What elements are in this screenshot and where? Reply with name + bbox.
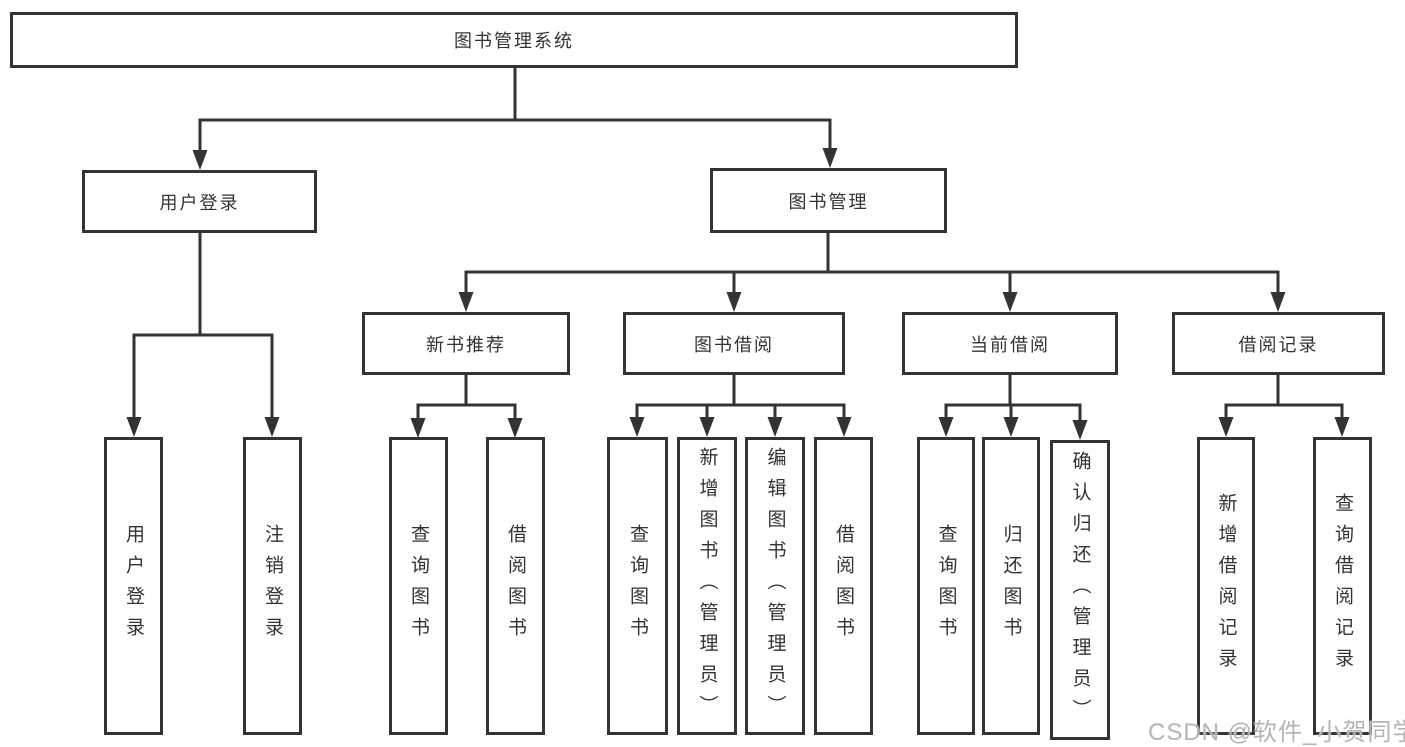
leaf-query-books-current: 查询图书 (917, 437, 975, 735)
node-book-management: 图书管理 (710, 168, 947, 233)
leaf-user-login: 用户登录 (104, 437, 163, 735)
node-book-borrow: 图书借阅 (623, 312, 845, 375)
node-library-system-label: 图书管理系统 (454, 31, 574, 51)
leaf-user-login-label: 用户登录 (123, 524, 144, 648)
leaf-add-books-admin: 新增图书（管理员） (677, 437, 737, 735)
node-user-login-group: 用户登录 (82, 170, 317, 233)
connector-book-borrow-branch (629, 375, 852, 437)
leaf-query-books-current-label: 查询图书 (935, 524, 957, 648)
connector-new-book-branch (410, 375, 523, 438)
node-current-borrow: 当前借阅 (902, 312, 1118, 375)
leaf-borrow-books-recommend-label: 借阅图书 (505, 524, 526, 648)
node-current-borrow-label: 当前借阅 (970, 334, 1050, 355)
node-library-system: 图书管理系统 (10, 12, 1018, 68)
leaf-borrow-books-label: 借阅图书 (833, 524, 854, 648)
leaf-logout-label: 注销登录 (262, 524, 283, 648)
leaf-add-borrow-record: 新增借阅记录 (1197, 437, 1255, 735)
connector-book-management-branch (458, 233, 1286, 312)
node-new-book-recommend-label: 新书推荐 (426, 334, 506, 355)
csdn-watermark: CSDN @软件_小贺同学 (1148, 719, 1405, 746)
leaf-return-books-label: 归还图书 (1000, 524, 1022, 648)
node-book-borrow-label: 图书借阅 (694, 334, 774, 355)
leaf-edit-books-admin-label: 编辑图书（管理员） (764, 446, 786, 726)
connector-root-branch (192, 68, 838, 170)
leaf-query-books-borrow: 查询图书 (607, 437, 668, 735)
connector-user-login-branch (126, 233, 280, 437)
leaf-return-books: 归还图书 (982, 437, 1040, 735)
leaf-logout: 注销登录 (243, 437, 302, 735)
leaf-add-books-admin-label: 新增图书（管理员） (696, 446, 718, 726)
leaf-confirm-return-admin-label: 确认归还（管理员） (1069, 450, 1091, 730)
leaf-borrow-books: 借阅图书 (814, 437, 873, 735)
leaf-borrow-books-recommend: 借阅图书 (486, 437, 545, 735)
leaf-query-books-recommend-label: 查询图书 (408, 524, 429, 648)
leaf-query-borrow-record-label: 查询借阅记录 (1332, 493, 1353, 679)
node-borrow-records-label: 借阅记录 (1238, 334, 1319, 355)
connector-current-borrow-branch (938, 375, 1088, 440)
node-book-management-label: 图书管理 (788, 191, 869, 212)
leaf-confirm-return-admin: 确认归还（管理员） (1050, 440, 1110, 740)
leaf-query-books-recommend: 查询图书 (389, 437, 448, 735)
leaf-edit-books-admin: 编辑图书（管理员） (745, 437, 805, 735)
leaf-add-borrow-record-label: 新增借阅记录 (1215, 493, 1237, 679)
node-borrow-records: 借阅记录 (1172, 312, 1385, 375)
leaf-query-books-borrow-label: 查询图书 (627, 524, 648, 648)
node-new-book-recommend: 新书推荐 (362, 312, 570, 375)
connector-borrow-records-branch (1218, 375, 1350, 437)
node-user-login-group-label: 用户登录 (159, 192, 240, 213)
leaf-query-borrow-record: 查询借阅记录 (1313, 437, 1372, 735)
